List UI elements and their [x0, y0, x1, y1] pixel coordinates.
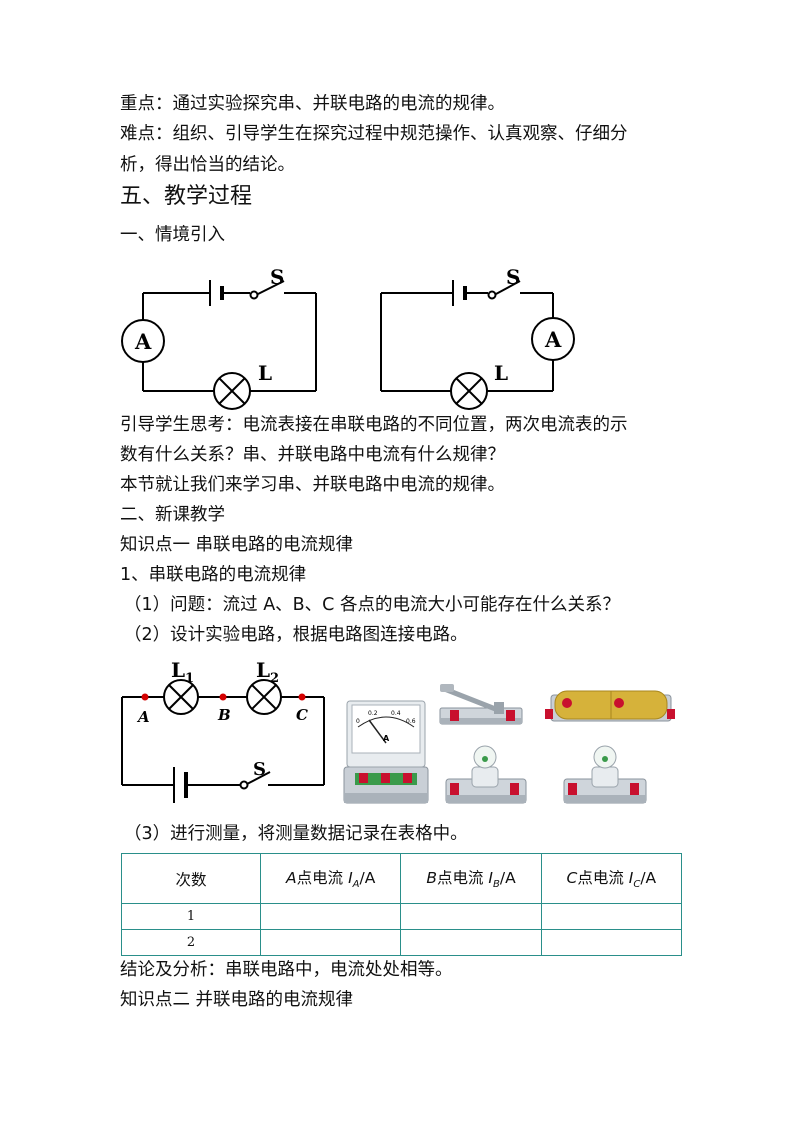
- battery-holder-image: [545, 690, 675, 722]
- lamp1-subscript: 1: [185, 671, 194, 686]
- table-cell: [400, 929, 542, 956]
- point-b-label: B: [217, 706, 231, 724]
- meter-tick-1: 0.2: [368, 710, 378, 717]
- table-cell: [400, 903, 542, 930]
- meter-face-label: A: [383, 734, 390, 743]
- knife-switch-image: [439, 684, 523, 725]
- lamp1-label: L: [171, 658, 185, 682]
- meter-tick-0: 0: [356, 718, 360, 725]
- knowledge-point-2: 知识点二 并联电路的电流规律: [120, 990, 354, 1010]
- key-point-text: 重点：通过实验探究串、并联电路的电流的规律。: [120, 94, 505, 114]
- table-row: 2: [120, 929, 683, 956]
- lamp2-label: L: [256, 658, 270, 682]
- guide-text-1: 引导学生思考：电流表接在串联电路的不同位置，两次电流表的示: [120, 415, 628, 435]
- ammeter-image: 0 0.2 0.4 0.6 A: [343, 700, 429, 804]
- guide-text-3: 本节就让我们来学习串、并联电路中电流的规律。: [120, 475, 505, 495]
- node-b: [219, 693, 227, 701]
- header-current-c: C点电流 IC/A: [540, 853, 683, 904]
- lamp-label: L: [494, 361, 508, 385]
- series-circuit-diagram: L 1 L 2 A B C S: [121, 658, 325, 803]
- lamp-label: L: [258, 361, 272, 385]
- header-current-b: B点电流 IB/A: [400, 853, 542, 904]
- conclusion-text: 结论及分析：串联电路中，电流处处相等。: [120, 960, 453, 980]
- difficulty-text-2: 析，得出恰当的结论。: [120, 155, 295, 175]
- knowledge-point-1: 知识点一 串联电路的电流规律: [120, 535, 354, 555]
- lamp-holder-image-2: [563, 745, 647, 804]
- header-count: 次数: [120, 853, 262, 904]
- new-lesson-heading: 二、新课教学: [120, 505, 225, 525]
- point-c-label: C: [296, 706, 308, 724]
- intro-heading: 一、情境引入: [120, 225, 225, 245]
- row-index: 1: [120, 903, 262, 930]
- node-a: [141, 693, 149, 701]
- header-current-a: A点电流 IA/A: [260, 853, 402, 904]
- question-1: （1）问题：流过 A、B、C 各点的电流大小可能存在什么关系？: [124, 595, 620, 615]
- circuit-diagram-ammeter-left: S A L: [121, 265, 317, 410]
- table-cell: [260, 903, 402, 930]
- subsection-1: 1、串联电路的电流规律: [120, 565, 307, 585]
- difficulty-text-1: 难点：组织、引导学生在探究过程中规范操作、认真观察、仔细分: [120, 124, 628, 144]
- ammeter-label: A: [134, 329, 152, 354]
- meter-tick-3: 0.6: [406, 718, 416, 725]
- measurement-table: 次数 A点电流 IA/A B点电流 IB/A C点电流 IC/A 1 2: [120, 853, 683, 956]
- section-title-teaching-process: 五、教学过程: [120, 184, 253, 209]
- question-2: （2）设计实验电路，根据电路图连接电路。: [124, 625, 468, 645]
- point-a-label: A: [136, 708, 150, 726]
- ammeter-label: A: [544, 327, 562, 352]
- circuit-diagram-ammeter-right: S A L: [380, 265, 575, 410]
- question-3: （3）进行测量，将测量数据记录在表格中。: [124, 824, 468, 844]
- row-index: 2: [120, 929, 262, 956]
- table-cell: [260, 929, 402, 956]
- lamp-holder-image-1: [445, 745, 527, 804]
- switch-label: S: [253, 759, 266, 780]
- table-row: 1: [120, 903, 683, 930]
- lamp2-subscript: 2: [270, 671, 279, 686]
- switch-label: S: [506, 265, 520, 289]
- node-c: [298, 693, 306, 701]
- table-cell: [540, 903, 683, 930]
- meter-tick-2: 0.4: [391, 710, 401, 717]
- table-header-row: 次数 A点电流 IA/A B点电流 IB/A C点电流 IC/A: [120, 853, 683, 904]
- switch-label: S: [270, 265, 284, 289]
- guide-text-2: 数有什么关系？串、并联电路中电流有什么规律？: [120, 445, 505, 465]
- table-cell: [540, 929, 683, 956]
